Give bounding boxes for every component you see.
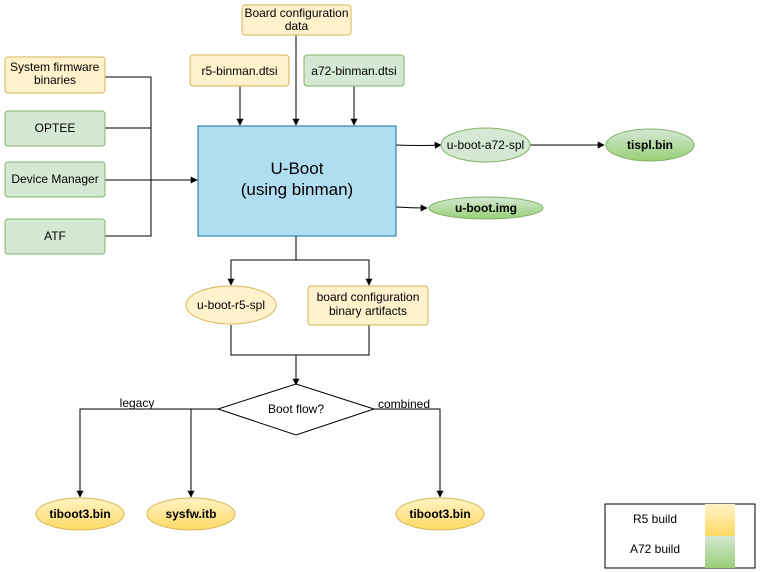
sysfw-itb-label: sysfw.itb — [166, 507, 217, 521]
device-manager-node: Device Manager — [4, 161, 106, 198]
edge-uboot-to-r5spl — [227, 236, 297, 286]
tiboot3-bin-combined-label: tiboot3.bin — [409, 507, 470, 521]
edge-legacy-to-tiboot3 — [76, 408, 218, 498]
atf-label: ATF — [44, 229, 66, 243]
edge-uboot-to-boardcfg-artifacts — [296, 259, 373, 286]
tispl-bin-label: tispl.bin — [627, 138, 673, 152]
edge-combined-to-tiboot3 — [374, 408, 444, 498]
optee-label: OPTEE — [35, 121, 76, 135]
legend-r5-swatch — [705, 504, 735, 536]
uboot-r5-spl-node: u-boot-r5-spl — [185, 285, 277, 325]
uboot-a72-spl-label: u-boot-a72-spl — [447, 138, 524, 152]
tispl-bin-node: tispl.bin — [605, 128, 695, 162]
uboot-img-node: u-boot.img — [428, 196, 544, 220]
uboot-subtitle: (using binman) — [241, 180, 353, 199]
board-config-data-node: Board configuration data — [241, 4, 352, 36]
device-manager-label: Device Manager — [11, 172, 98, 186]
legacy-branch-label: legacy — [120, 396, 155, 410]
board-config-artifacts-label-2: binary artifacts — [329, 304, 407, 318]
r5-binman-dtsi-node: r5-binman.dtsi — [189, 54, 290, 87]
sysfw-itb-node: sysfw.itb — [146, 497, 236, 531]
r5-binman-dtsi-label: r5-binman.dtsi — [201, 64, 277, 78]
board-config-data-label-1: Board configuration — [244, 6, 348, 20]
system-firmware-node: System firmware binaries — [4, 56, 106, 94]
atf-node: ATF — [4, 218, 106, 255]
a72-binman-dtsi-label: a72-binman.dtsi — [311, 64, 396, 78]
connectors — [76, 35, 605, 498]
edge-uboot-to-a72spl — [395, 141, 442, 149]
legend-a72-label: A72 build — [630, 542, 680, 556]
a72-binman-dtsi-node: a72-binman.dtsi — [303, 54, 405, 87]
board-config-artifacts-label-1: board configuration — [317, 290, 420, 304]
system-firmware-label-1: System firmware — [10, 60, 100, 74]
boot-flow-decision: Boot flow? — [216, 383, 376, 436]
edge-merge — [230, 325, 370, 356]
legend-r5-label: R5 build — [633, 512, 677, 526]
uboot-a72-spl-node: u-boot-a72-spl — [440, 127, 531, 163]
edge-left-bus — [105, 76, 152, 237]
edge-uboot-to-ubootimg — [395, 204, 428, 212]
uboot-r5-spl-label: u-boot-r5-spl — [197, 298, 265, 312]
system-firmware-label-2: binaries — [34, 73, 76, 87]
uboot-node: U-Boot (using binman) — [197, 125, 397, 237]
optee-node: OPTEE — [4, 110, 106, 147]
legend: R5 build A72 build — [604, 503, 756, 569]
tiboot3-bin-legacy-label: tiboot3.bin — [49, 507, 110, 521]
board-config-data-label-2: data — [285, 19, 309, 33]
legend-a72-swatch — [705, 536, 735, 568]
tiboot3-bin-legacy-node: tiboot3.bin — [35, 497, 125, 531]
tiboot3-bin-combined-node: tiboot3.bin — [395, 497, 485, 531]
board-config-artifacts-node: board configuration binary artifacts — [307, 285, 429, 326]
uboot-title: U-Boot — [271, 159, 324, 178]
boot-flow-label: Boot flow? — [268, 402, 324, 416]
uboot-img-label: u-boot.img — [455, 201, 517, 215]
combined-branch-label: combined — [378, 397, 430, 411]
